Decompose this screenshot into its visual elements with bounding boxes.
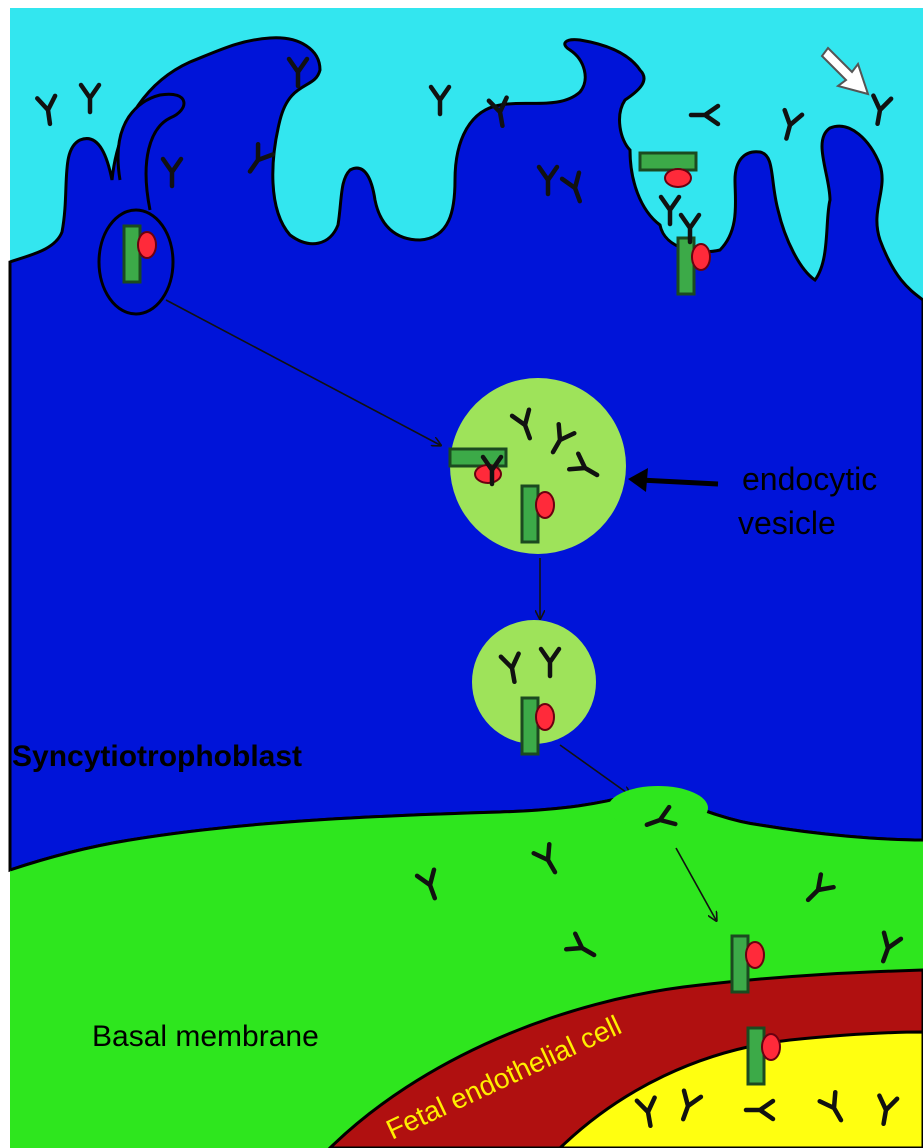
syncytiotrophoblast-label: Syncytiotrophoblast	[12, 740, 302, 773]
basal-membrane-label: Basal membrane	[92, 1020, 319, 1053]
endocytic-vesicle-large	[450, 378, 626, 554]
endocytic-vesicle-label-line1: endocytic	[742, 461, 877, 497]
endocytic-vesicle-label-line2: vesicle	[738, 505, 836, 541]
